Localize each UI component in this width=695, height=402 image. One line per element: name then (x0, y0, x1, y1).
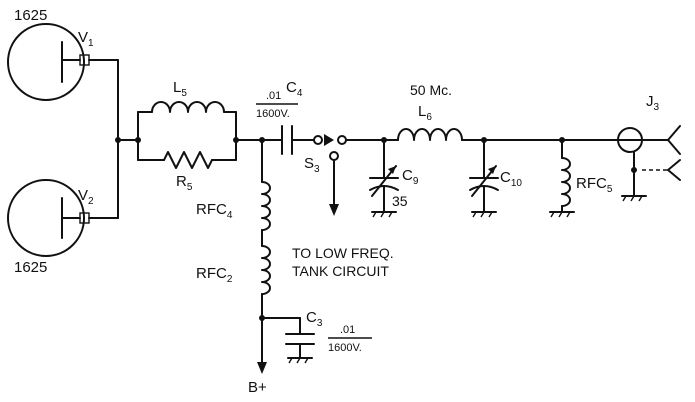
choke-rfc5-ref: RFC5 (576, 175, 613, 195)
capacitor-c9-value: 35 (392, 193, 408, 209)
note-line-1: TO LOW FREQ. (292, 245, 394, 261)
choke-rfc4-ref: RFC4 (196, 201, 233, 221)
capacitor-c4 (281, 125, 315, 155)
capacitor-c3-value-bottom: 1600V. (328, 342, 362, 354)
capacitor-c4-value-bottom: 1600V. (256, 108, 290, 120)
capacitor-c10 (469, 139, 499, 218)
inductor-l6 (397, 128, 619, 141)
coax-jack-j3-ref: J3 (646, 93, 660, 113)
capacitor-c3-value-top: .01 (340, 324, 355, 336)
tube-v2 (7, 179, 119, 257)
resistor-r5 (137, 151, 237, 169)
inductor-l6-value: 50 Mc. (410, 82, 452, 98)
choke-rfc2-ref: RFC2 (196, 265, 233, 285)
switch-s3 (313, 134, 347, 216)
tube-v2-type: 1625 (14, 259, 47, 276)
capacitor-c3 (261, 317, 315, 364)
tube-v2-ref: V2 (78, 187, 94, 207)
resistor-r5-ref: R5 (176, 173, 193, 193)
capacitor-c4-value-top: .01 (266, 90, 281, 102)
plate-bus (115, 59, 139, 219)
inductor-l5-ref: L5 (173, 79, 187, 99)
tube-v1-type: 1625 (14, 7, 47, 24)
inductor-l6-ref: L6 (418, 103, 432, 123)
tube-v1-ref: V1 (78, 29, 94, 49)
capacitor-c10-ref: C10 (500, 169, 522, 189)
inductor-l5 (137, 101, 237, 161)
capacitor-c3-ref: C3 (306, 309, 323, 329)
choke-rfc2 (257, 245, 271, 374)
capacitor-c9 (369, 139, 399, 218)
switch-s3-ref: S3 (304, 155, 320, 175)
tube-v1 (7, 23, 119, 101)
coax-jack-j3 (617, 125, 681, 202)
capacitor-c9-ref: C9 (402, 167, 419, 187)
capacitor-c4-ref: C4 (286, 79, 303, 99)
supply-label: B+ (248, 379, 267, 396)
note-line-2: TANK CIRCUIT (292, 263, 389, 279)
choke-rfc4 (261, 139, 271, 247)
choke-rfc5 (549, 139, 575, 218)
